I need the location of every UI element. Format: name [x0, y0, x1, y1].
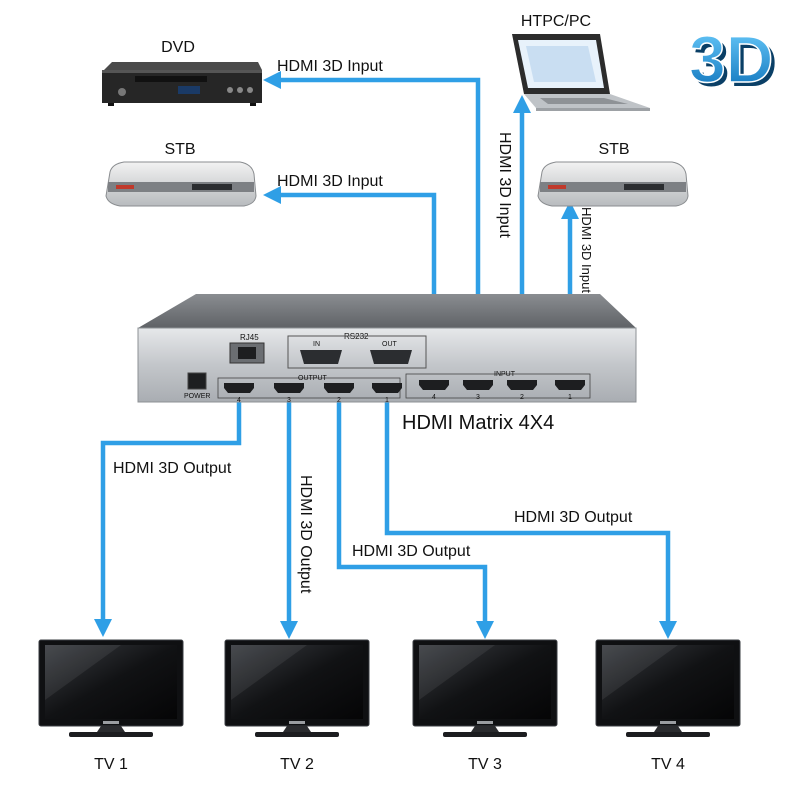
tv-2: TV 2 [224, 639, 370, 773]
tv-4: TV 4 [595, 639, 741, 773]
output-port-2 [324, 383, 354, 393]
tv-1-label: TV 1 [94, 756, 128, 773]
stb-left-label: STB [164, 141, 195, 158]
tvs: TV 1 TV 2 TV 3 TV 4 [38, 639, 741, 773]
input-ports: 4 3 2 1 [419, 380, 585, 401]
label-tv1-output: HDMI 3D Output [113, 460, 232, 477]
input-port-4 [419, 380, 449, 390]
label-stb-right-input: HDMI 3D Input [579, 207, 594, 293]
link-labels: HDMI 3D Input HDMI 3D Input HDMI 3D Inpu… [113, 58, 633, 594]
input-port-3-label: 3 [476, 394, 480, 401]
output-ports: 4 3 2 1 [224, 383, 402, 404]
label-tv2-output: HDMI 3D Output [297, 475, 314, 594]
output-port-2-label: 2 [337, 397, 341, 404]
power-label: POWER [184, 393, 210, 400]
stb-right-label: STB [598, 141, 629, 158]
label-htpc-input: HDMI 3D Input [496, 132, 513, 238]
input-port-1 [555, 380, 585, 390]
3d-badge: 3D 3D [688, 21, 777, 100]
tv-2-label: TV 2 [280, 756, 314, 773]
cable-tv3 [336, 402, 494, 639]
rs-out-label: OUT [382, 341, 398, 348]
output-port-3 [274, 383, 304, 393]
input-port-4-label: 4 [432, 394, 436, 401]
rs232-out-port [370, 350, 412, 364]
cable-tv4 [384, 402, 677, 639]
label-tv3-output: HDMI 3D Output [352, 543, 471, 560]
dvd-label: DVD [161, 39, 195, 56]
label-tv4-output: HDMI 3D Output [514, 509, 633, 526]
matrix-title: HDMI Matrix 4X4 [402, 412, 554, 434]
3d-badge-shadow: 3D [693, 26, 777, 100]
stb-right: STB [537, 141, 689, 207]
cable-tv1 [94, 402, 242, 637]
power-socket [187, 372, 207, 390]
rs232-in-port [300, 350, 342, 364]
dvd-player: DVD [102, 39, 262, 106]
output-port-3-label: 3 [287, 397, 291, 404]
input-port-2-label: 2 [520, 394, 524, 401]
cable-dvd [263, 71, 481, 378]
output-port-1 [372, 383, 402, 393]
output-port-4-label: 4 [237, 397, 241, 404]
htpc-label: HTPC/PC [521, 13, 591, 30]
output-label: OUTPUT [298, 375, 328, 382]
tv-3-label: TV 3 [468, 756, 502, 773]
input-label: INPUT [494, 371, 516, 378]
rs-in-label: IN [313, 341, 320, 348]
tv-1: TV 1 [38, 639, 184, 773]
htpc-laptop: HTPC/PC [512, 13, 650, 111]
stb-left: STB [105, 141, 257, 207]
output-port-4 [224, 383, 254, 393]
rj45-label: RJ45 [240, 333, 259, 342]
tv-4-label: TV 4 [651, 756, 685, 773]
input-port-3 [463, 380, 493, 390]
label-dvd-input: HDMI 3D Input [277, 58, 383, 75]
tv-3: TV 3 [412, 639, 558, 773]
input-port-2 [507, 380, 537, 390]
input-port-1-label: 1 [568, 394, 572, 401]
3d-badge-text: 3D [689, 22, 773, 96]
label-stb-left-input: HDMI 3D Input [277, 173, 383, 190]
output-port-1-label: 1 [385, 397, 389, 404]
